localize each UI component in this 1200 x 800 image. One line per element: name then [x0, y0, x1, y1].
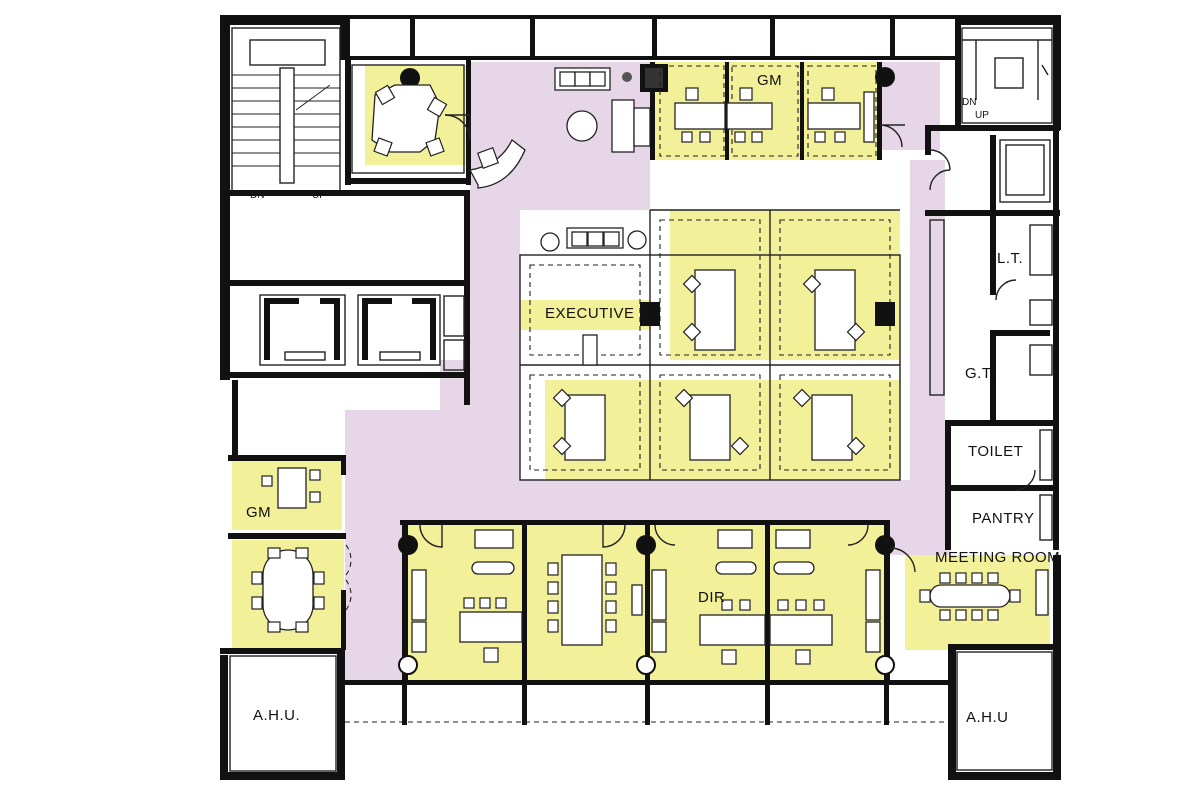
gm-top-label: GM [757, 72, 782, 89]
office-gm-left [228, 455, 352, 650]
meeting-room-label: MEETING ROOM [935, 549, 1060, 566]
window-frames-top [410, 15, 895, 60]
office-upper-left [345, 60, 471, 185]
stair-right-up-label: UP [975, 110, 989, 121]
executive-label: EXECUTIVE [545, 305, 635, 322]
ahu-left-label: A.H.U. [253, 707, 300, 724]
pantry-label: PANTRY [972, 510, 1034, 527]
office-gm-top [640, 62, 905, 160]
gm-left-label: GM [246, 504, 271, 521]
lt-label: L.T. [997, 250, 1023, 267]
gt-label: G.T. [965, 365, 995, 382]
lift-core [230, 190, 470, 460]
open-plan [519, 209, 901, 481]
toilet-label: TOILET [968, 443, 1023, 460]
dir-label: DIR [698, 589, 725, 606]
offices-bottom [398, 520, 895, 680]
ahu-rooms [229, 651, 1053, 772]
window-zone-bottom [345, 680, 950, 725]
stair-right-dn-label: DN [962, 97, 976, 108]
stair-left [231, 27, 341, 194]
meeting-room [889, 547, 1049, 621]
reception [469, 67, 651, 189]
right-core [925, 25, 1060, 550]
ahu-right-label: A.H.U [966, 709, 1009, 726]
